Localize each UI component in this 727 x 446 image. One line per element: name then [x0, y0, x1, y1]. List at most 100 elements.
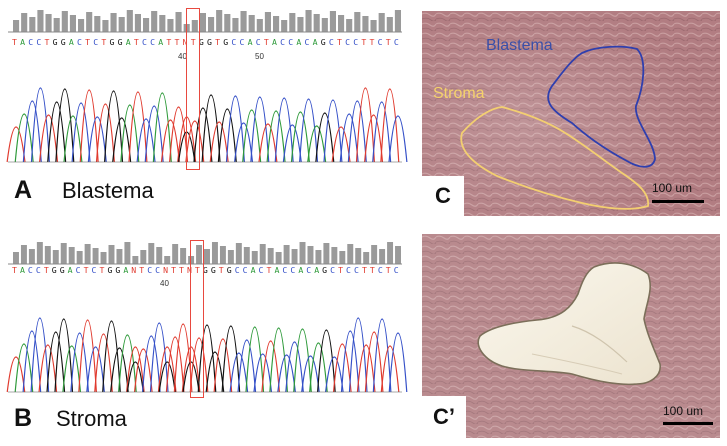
trace-peak	[54, 318, 74, 393]
base-letter: T	[179, 265, 184, 275]
trace-peak	[274, 97, 294, 163]
base-letter: C	[290, 265, 295, 275]
quality-bar	[151, 11, 158, 32]
base-letter: G	[226, 265, 232, 275]
base-letter: A	[158, 37, 163, 47]
base-letter: C	[155, 265, 160, 275]
base-letter: C	[234, 265, 240, 275]
quality-bar	[78, 19, 85, 32]
trace-peak	[126, 346, 145, 393]
base-letter: C	[282, 265, 287, 275]
trace-peak	[347, 100, 367, 163]
quality-bar	[273, 16, 280, 32]
base-letter: C	[377, 37, 383, 47]
quality-bar	[13, 252, 19, 264]
base-letter: T	[337, 37, 342, 47]
quality-bar	[208, 17, 215, 32]
quality-bar	[264, 12, 271, 32]
base-letter: A	[19, 265, 25, 275]
scale-bar-c	[652, 200, 704, 203]
trace-chart-a	[6, 87, 408, 163]
quality-bar	[148, 243, 155, 264]
base-letter: G	[51, 265, 57, 275]
quality-bar	[227, 250, 234, 264]
base-letter: N	[131, 265, 136, 275]
trace-peak	[356, 344, 376, 393]
scale-label-c-prime: 100 um	[663, 404, 704, 418]
quality-bar	[281, 20, 288, 32]
base-letter: C	[288, 37, 293, 47]
base-letter: T	[369, 37, 375, 47]
base-letter: C	[239, 37, 245, 47]
base-letter: G	[59, 265, 65, 275]
base-letter: C	[353, 37, 358, 47]
base-letter: G	[52, 37, 58, 47]
trace-peak	[173, 323, 193, 393]
quality-bar	[172, 244, 179, 264]
base-letter: T	[139, 265, 144, 275]
quality-bar	[36, 242, 43, 264]
base-letter: A	[296, 37, 301, 47]
quality-bar	[248, 15, 255, 32]
base-letter: T	[44, 37, 50, 47]
quality-bar	[267, 248, 274, 264]
base-letter: T	[190, 37, 196, 47]
trace-peak	[201, 94, 221, 163]
quality-bar	[108, 245, 115, 264]
quality-bar	[329, 11, 336, 32]
quality-bar	[118, 17, 125, 32]
variant-highlight-box-b	[190, 240, 204, 398]
trace-peak	[118, 334, 137, 393]
base-letter: C	[353, 265, 359, 275]
quality-bar	[52, 250, 59, 264]
base-letter: C	[280, 37, 285, 47]
quality-bar	[283, 245, 290, 264]
quality-bar	[371, 245, 378, 264]
trace-peak	[217, 108, 237, 163]
panel-letter-a: A	[14, 176, 33, 204]
quality-bar	[251, 251, 258, 264]
quality-bar	[124, 242, 131, 264]
trace-peak	[242, 109, 262, 163]
trace-peak	[309, 342, 328, 393]
quality-bar	[159, 15, 166, 32]
base-letter: T	[12, 265, 17, 275]
trace-peak	[364, 331, 384, 393]
panel-letter-c: C	[422, 176, 464, 216]
quality-bar	[28, 249, 35, 264]
quality-bar	[156, 247, 163, 264]
trace-peak	[128, 91, 148, 163]
base-letter: G	[109, 37, 115, 47]
quality-bar	[86, 12, 93, 32]
trace-peak	[141, 335, 161, 393]
trace-peak	[157, 346, 177, 393]
trace-peak	[158, 361, 176, 393]
quality-bar	[339, 251, 346, 264]
trace-peak	[388, 332, 408, 393]
trace-peak	[282, 124, 302, 163]
trace-peak	[30, 317, 50, 393]
trace-peak	[205, 351, 225, 393]
base-letter: T	[171, 265, 176, 275]
quality-bar	[126, 10, 133, 32]
quality-bar	[240, 11, 247, 32]
trace-peak	[293, 328, 312, 393]
trace-peak	[331, 126, 351, 163]
trace-peak	[269, 327, 288, 393]
trace-peak	[258, 123, 278, 163]
quality-bar	[68, 247, 75, 264]
base-letter: T	[385, 265, 391, 275]
trace-peak	[340, 330, 360, 393]
base-letter: C	[27, 265, 33, 275]
base-letter: C	[328, 37, 334, 47]
trace-peak	[221, 325, 241, 393]
base-letter: C	[36, 37, 41, 47]
quality-bar	[355, 248, 362, 264]
stroma-region-label: Stroma	[433, 85, 485, 102]
quality-bar	[346, 19, 353, 32]
quality-bar	[386, 17, 393, 32]
base-letter: C	[35, 265, 41, 275]
base-letter: A	[123, 265, 128, 275]
base-letter: C	[393, 265, 399, 275]
trace-peak	[323, 99, 343, 163]
